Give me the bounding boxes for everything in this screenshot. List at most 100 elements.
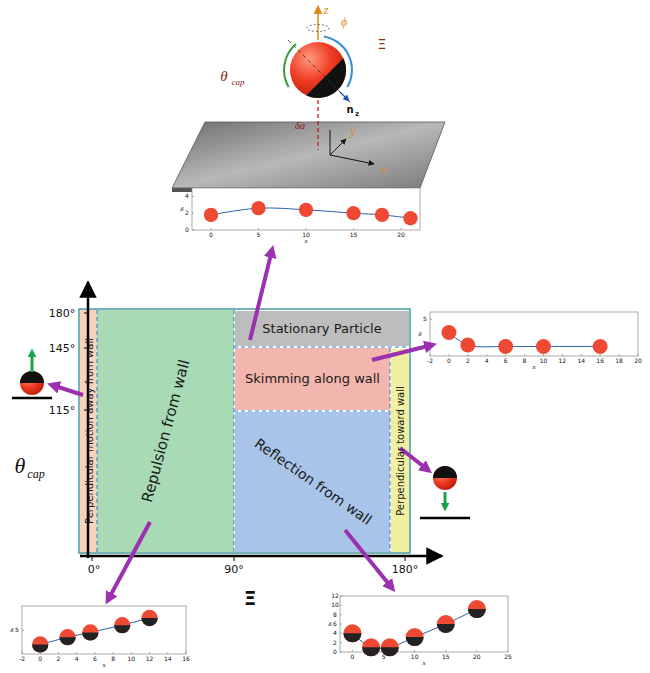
callout-arrows — [52, 250, 432, 600]
toward-icon — [420, 466, 470, 518]
wall-plane — [172, 122, 445, 188]
tick-label: 12 — [331, 593, 339, 599]
regime-region: Repulsion from wall — [97, 310, 234, 552]
xi-arc — [324, 37, 352, 88]
tick-label: 2 — [57, 656, 61, 662]
regime-region: Reflection from wall — [235, 412, 390, 552]
tick-label: 2 — [185, 210, 189, 216]
tick-label: 90° — [224, 564, 244, 575]
z-axis — [317, 6, 319, 40]
axis-name: x — [304, 238, 307, 245]
cap-axis — [288, 40, 352, 104]
tick-label: 0 — [38, 656, 42, 662]
tick-label: 20 — [473, 654, 481, 660]
tick-label: 180° — [392, 564, 419, 575]
angle-symbol: Ξ — [378, 37, 387, 51]
tick-label: 115° — [49, 405, 76, 416]
tick-label: 10 — [128, 656, 136, 662]
regime-label: Perpendicular motion away from wall — [83, 338, 94, 524]
regime-band: Perpendicular motion away from wall — [80, 310, 97, 552]
regime-label: Perpendicular toward wall — [395, 386, 406, 516]
region-borders — [97, 310, 409, 552]
angle-symbol: ϕ — [341, 16, 347, 28]
trajectory-inset — [192, 188, 420, 230]
tick-label: 15 — [442, 654, 450, 660]
tick-label: 5 — [15, 627, 19, 633]
trajectory-inset — [340, 596, 508, 656]
tick-label: 8 — [523, 358, 527, 364]
delta-a-gap — [317, 100, 318, 150]
tick-label: 25 — [504, 654, 512, 660]
axis-name: x — [381, 162, 387, 175]
tick-label: -2 — [19, 656, 25, 662]
trajectory-inset — [430, 312, 638, 356]
regime-label: Stationary Particle — [262, 321, 381, 335]
regime-label: Reflection from wall — [251, 436, 374, 528]
tick-label: 5 — [382, 654, 386, 660]
tick-label: 8 — [111, 656, 115, 662]
theta-axis — [87, 282, 90, 558]
phase-frame — [79, 309, 410, 553]
tick-label: 0° — [88, 564, 101, 575]
tick-label: 14 — [164, 656, 172, 662]
tick-label: 4 — [75, 656, 79, 662]
tick-label: 180° — [49, 308, 76, 319]
axis-name: x — [532, 364, 535, 371]
subscript: z — [355, 111, 359, 118]
tick-label: 5 — [423, 316, 427, 322]
axis-name: δ — [10, 627, 13, 634]
regime-label: Skimming along wall — [245, 372, 380, 386]
axis-name: z — [323, 3, 328, 16]
tick-label: 6 — [504, 358, 508, 364]
axis-title: θ — [15, 455, 26, 477]
tick-label: -2 — [427, 358, 433, 364]
tick-label: 18 — [615, 358, 623, 364]
tick-label: 0 — [351, 654, 355, 660]
axis-name: x — [422, 660, 425, 667]
nz-vector — [340, 92, 349, 101]
axis-name: δ — [418, 331, 421, 338]
tick-label: 14 — [577, 358, 585, 364]
angle-symbol: θ — [220, 69, 227, 84]
tick-label: 10 — [331, 602, 339, 608]
trajectory-inset — [22, 606, 186, 654]
axis-name: δ — [328, 621, 331, 628]
tick-label: 0 — [447, 358, 451, 364]
tick-label: 20 — [634, 358, 642, 364]
tick-label: 10 — [411, 654, 419, 660]
tick-label: 16 — [182, 656, 190, 662]
tick-label: 10 — [540, 358, 548, 364]
tick-label: 0 — [333, 649, 337, 655]
tick-label: 15 — [350, 232, 358, 238]
tick-label: 6 — [93, 656, 97, 662]
tick-label: 5 — [257, 232, 261, 238]
axis-title: Ξ — [244, 588, 257, 608]
axis-name: y — [350, 125, 355, 137]
tick-label: 4 — [485, 358, 489, 364]
away-icon — [12, 352, 52, 398]
tick-label: 2 — [466, 358, 470, 364]
y-axis — [330, 139, 346, 155]
axis-name: δ — [180, 206, 183, 213]
tick-label: 4 — [333, 630, 337, 636]
tick-label: 0 — [209, 232, 213, 238]
regime-region: Stationary Particle — [235, 311, 409, 346]
subscript: cap — [232, 78, 245, 87]
phi-rotation — [307, 25, 329, 32]
theta-cap-arc — [284, 44, 296, 87]
tick-label: 2 — [333, 640, 337, 646]
gap-label: δa — [295, 120, 306, 131]
axis-name: x — [102, 662, 105, 669]
tick-label: 0 — [185, 227, 189, 233]
origin-axis — [330, 130, 331, 155]
tick-label: 16 — [596, 358, 604, 364]
tick-label: 12 — [146, 656, 154, 662]
tick-label: 20 — [397, 232, 405, 238]
tick-label: 4 — [185, 193, 189, 199]
regime-label: Repulsion from wall — [138, 358, 192, 504]
subscript: cap — [27, 468, 44, 480]
regime-region: Skimming along wall — [235, 348, 390, 410]
x-axis — [330, 155, 374, 164]
tick-label: 6 — [333, 621, 337, 627]
vector-name: n — [346, 105, 353, 115]
